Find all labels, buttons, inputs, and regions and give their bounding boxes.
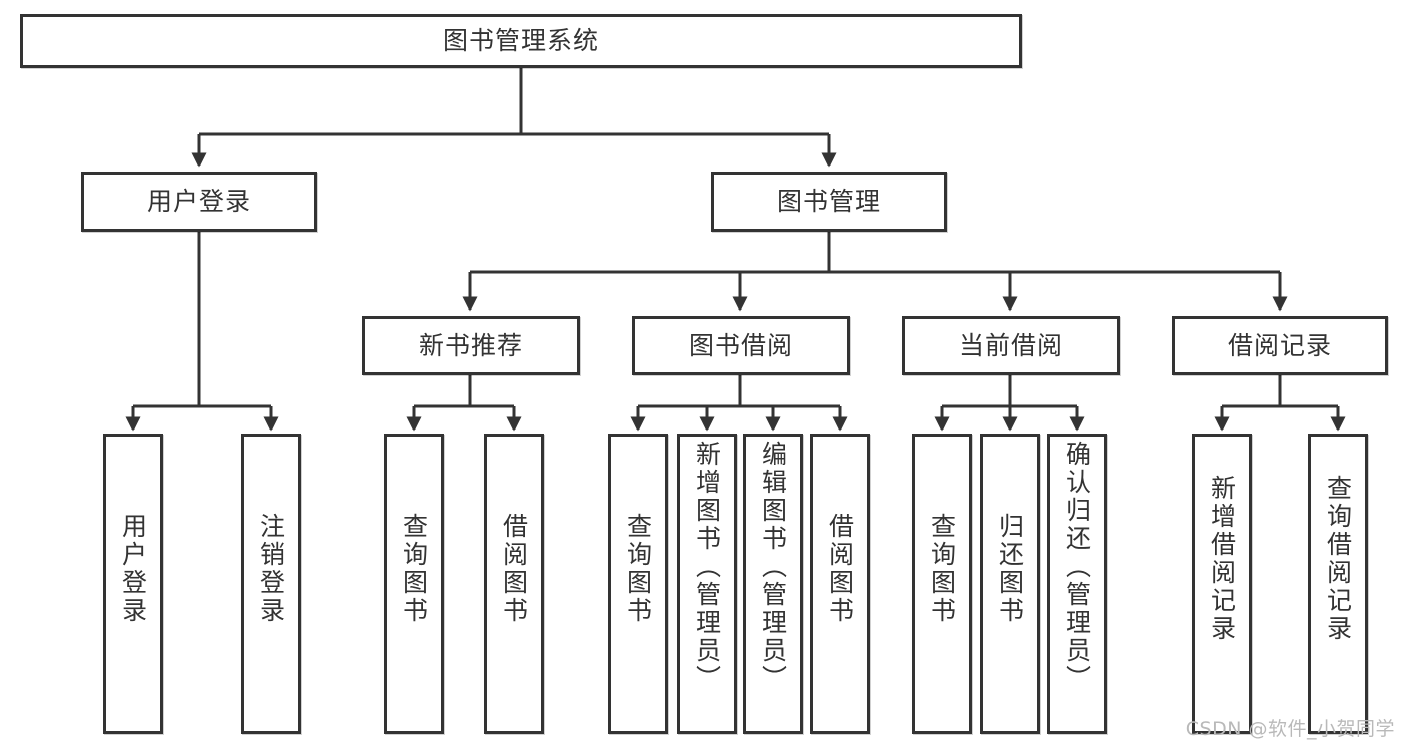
node-root[interactable]: 图书管理系统 — [20, 14, 1022, 68]
leaf-query-book-3[interactable]: 查询图书 — [912, 434, 972, 734]
leaf-user-logout[interactable]: 注销登录 — [241, 434, 301, 734]
leaf-edit-book-label: 编辑图书（管理员） — [758, 441, 788, 693]
node-user-login-label: 用户登录 — [146, 187, 251, 217]
node-root-label: 图书管理系统 — [442, 26, 599, 56]
leaf-query-book-3-label: 查询图书 — [927, 513, 957, 625]
leaf-query-book-2-label: 查询图书 — [623, 513, 653, 625]
leaf-query-book-1-label: 查询图书 — [399, 513, 429, 625]
leaf-confirm-return-label: 确认归还（管理员） — [1062, 441, 1092, 693]
leaf-query-book-2[interactable]: 查询图书 — [608, 434, 668, 734]
leaf-borrow-book-1-label: 借阅图书 — [499, 513, 529, 625]
node-new-book-rec[interactable]: 新书推荐 — [362, 316, 580, 375]
node-user-login[interactable]: 用户登录 — [81, 172, 317, 232]
node-borrow-record[interactable]: 借阅记录 — [1172, 316, 1388, 375]
leaf-add-record[interactable]: 新增借阅记录 — [1192, 434, 1252, 734]
node-current-borrow[interactable]: 当前借阅 — [902, 316, 1120, 375]
leaf-query-book-1[interactable]: 查询图书 — [384, 434, 444, 734]
leaf-edit-book[interactable]: 编辑图书（管理员） — [743, 434, 803, 734]
leaf-return-book[interactable]: 归还图书 — [980, 434, 1040, 734]
leaf-query-record[interactable]: 查询借阅记录 — [1308, 434, 1368, 734]
node-book-borrow[interactable]: 图书借阅 — [632, 316, 850, 375]
leaf-borrow-book-2-label: 借阅图书 — [825, 513, 855, 625]
leaf-user-logout-label: 注销登录 — [256, 513, 286, 625]
node-current-borrow-label: 当前借阅 — [958, 330, 1063, 360]
node-borrow-record-label: 借阅记录 — [1227, 330, 1332, 360]
leaf-confirm-return[interactable]: 确认归还（管理员） — [1047, 434, 1107, 734]
leaf-borrow-book-2[interactable]: 借阅图书 — [810, 434, 870, 734]
leaf-add-book-label: 新增图书（管理员） — [692, 441, 722, 693]
leaf-return-book-label: 归还图书 — [995, 513, 1025, 625]
node-book-manage[interactable]: 图书管理 — [711, 172, 947, 232]
node-book-manage-label: 图书管理 — [776, 187, 881, 217]
leaf-user-login[interactable]: 用户登录 — [103, 434, 163, 734]
node-book-borrow-label: 图书借阅 — [688, 330, 793, 360]
leaf-add-book[interactable]: 新增图书（管理员） — [677, 434, 737, 734]
csdn-watermark: CSDN @软件_小贺同学 — [1185, 718, 1395, 740]
leaf-user-login-label: 用户登录 — [118, 513, 148, 625]
leaf-query-record-label: 查询借阅记录 — [1323, 475, 1353, 643]
leaf-borrow-book-1[interactable]: 借阅图书 — [484, 434, 544, 734]
node-new-book-rec-label: 新书推荐 — [418, 330, 523, 360]
leaf-add-record-label: 新增借阅记录 — [1207, 475, 1237, 643]
